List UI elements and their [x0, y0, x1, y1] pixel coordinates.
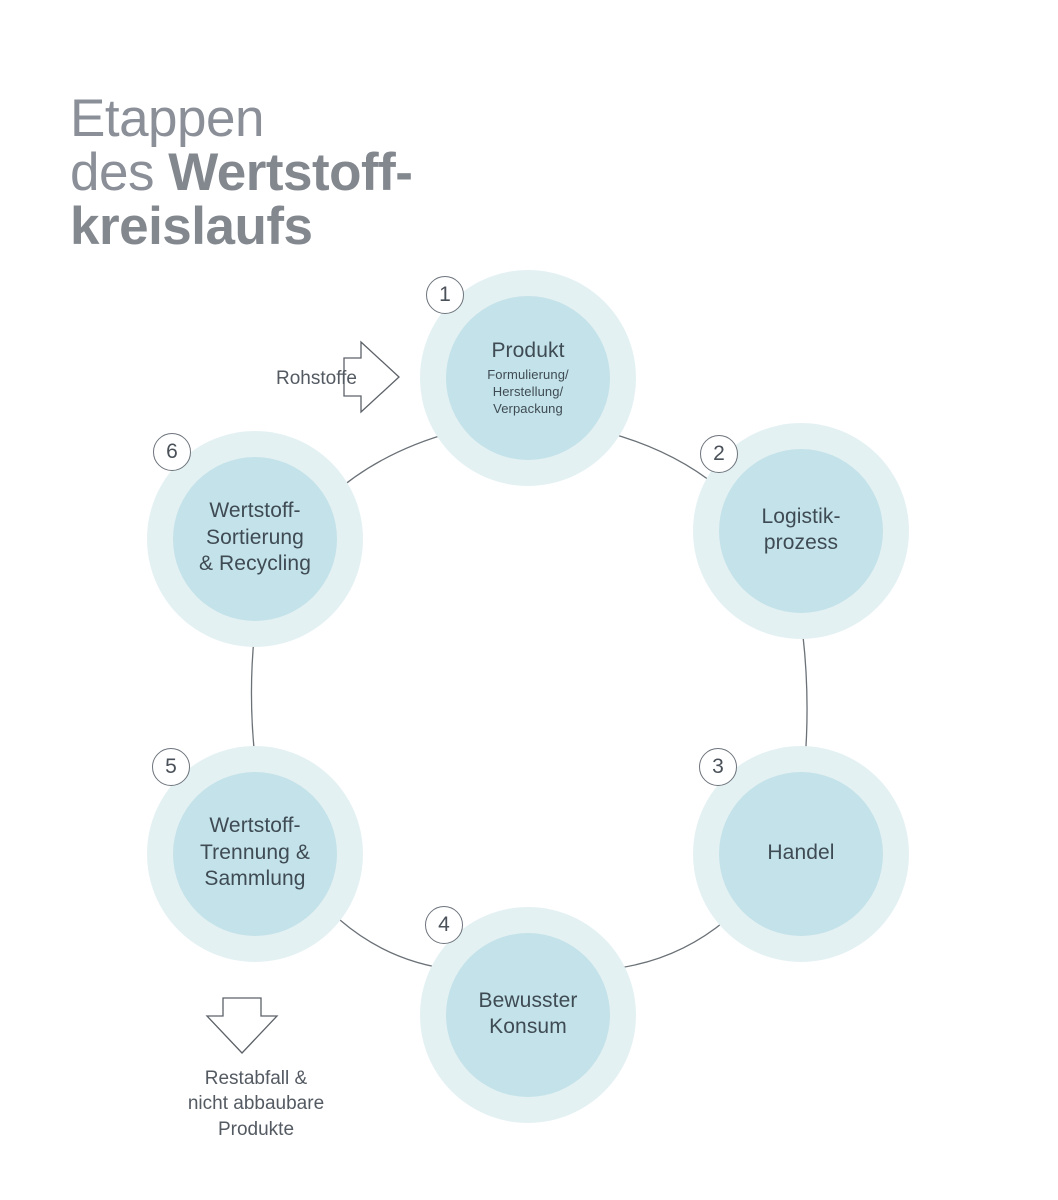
- cycle-node-wertstoff-trennung-title: Wertstoff- Trennung & Sammlung: [200, 814, 310, 891]
- cycle-badge-3: 3: [699, 748, 737, 786]
- cycle-badge-4: 4: [425, 906, 463, 944]
- cycle-node-produkt[interactable]: Produkt Formulierung/ Herstellung/ Verpa…: [420, 270, 636, 486]
- title-line-3: kreislaufs: [70, 197, 313, 257]
- cycle-node-wertstoff-trennung-body: Wertstoff- Trennung & Sammlung: [173, 772, 337, 936]
- cycle-node-handel[interactable]: Handel: [693, 746, 909, 962]
- cycle-node-produkt-title: Produkt: [491, 339, 565, 363]
- arrow-right-icon: [343, 340, 400, 414]
- cycle-node-wertstoff-sortierung-body: Wertstoff- Sortierung & Recycling: [173, 457, 337, 621]
- cycle-badge-1: 1: [426, 276, 464, 314]
- cycle-node-bewusster-konsum-body: Bewusster Konsum: [446, 933, 610, 1097]
- cycle-node-wertstoff-sortierung-title: Wertstoff- Sortierung & Recycling: [199, 499, 311, 576]
- cycle-badge-6: 6: [153, 433, 191, 471]
- outflow-label: Restabfall & nicht abbaubare Produkte: [187, 1068, 325, 1140]
- cycle-node-produkt-subtitle: Formulierung/ Herstellung/ Verpackung: [487, 366, 569, 416]
- cycle-node-logistikprozess-body: Logistik- prozess: [719, 449, 883, 613]
- cycle-node-produkt-body: Produkt Formulierung/ Herstellung/ Verpa…: [446, 296, 610, 460]
- cycle-node-wertstoff-trennung[interactable]: Wertstoff- Trennung & Sammlung: [147, 746, 363, 962]
- title-line-2-bold: Wertstoff-: [168, 143, 413, 203]
- title-line-2-light: des: [70, 143, 169, 203]
- cycle-badge-5: 5: [152, 748, 190, 786]
- title-line-2: des Wertstoff-: [70, 143, 413, 203]
- page-title: Etappen des Wertstoff- kreislaufs: [70, 89, 413, 257]
- cycle-node-logistikprozess-title: Logistik- prozess: [761, 504, 841, 554]
- cycle-badge-2: 2: [700, 435, 738, 473]
- title-line-1: Etappen: [70, 89, 264, 148]
- inflow-label: Rohstoffe: [276, 368, 357, 389]
- cycle-node-bewusster-konsum[interactable]: Bewusster Konsum: [420, 907, 636, 1123]
- cycle-node-handel-body: Handel: [719, 772, 883, 936]
- arrow-down-icon: [205, 997, 279, 1054]
- cycle-node-bewusster-konsum-title: Bewusster Konsum: [478, 988, 578, 1038]
- cycle-node-handel-title: Handel: [767, 840, 835, 864]
